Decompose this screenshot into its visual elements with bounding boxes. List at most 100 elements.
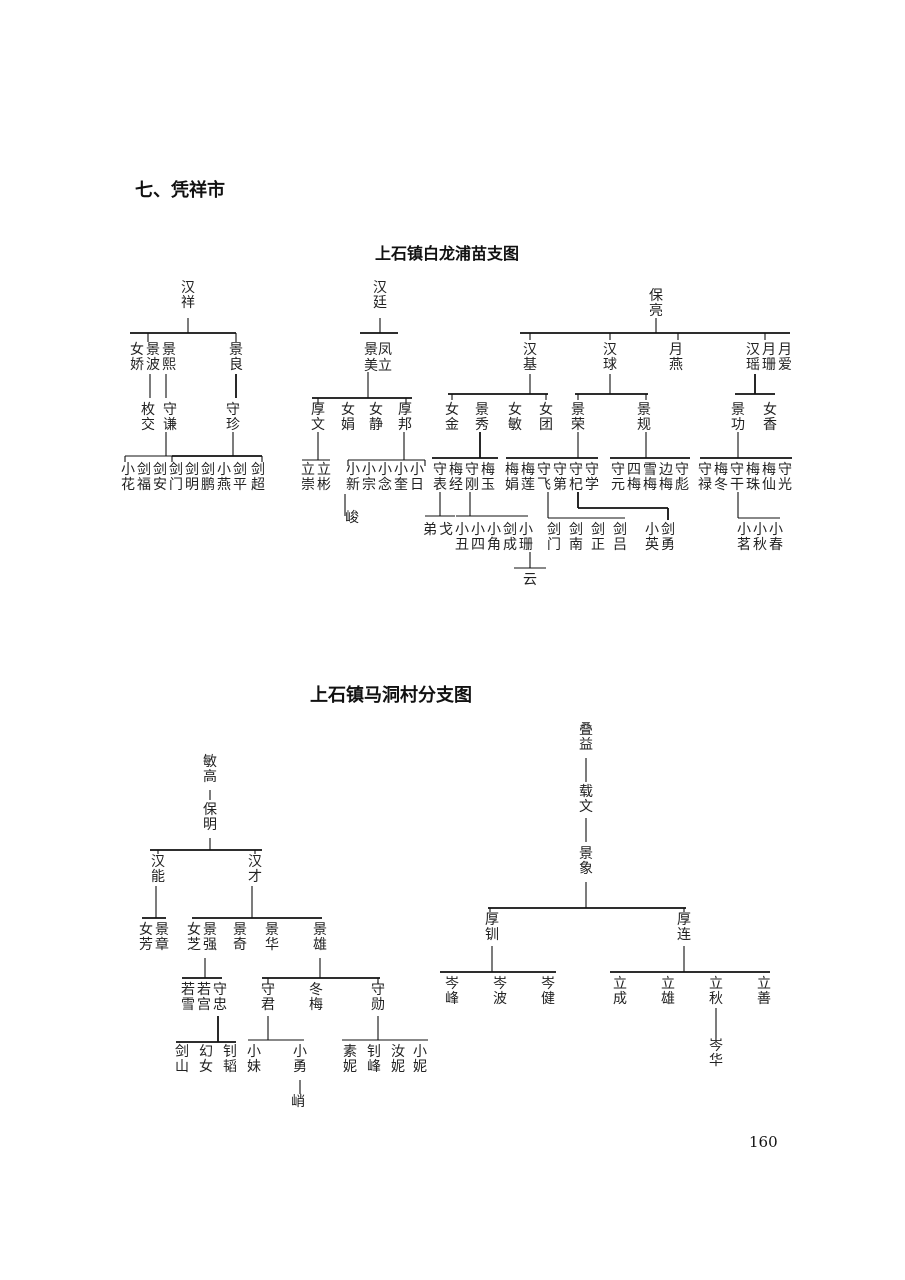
name-hanxiang: 汉祥 (181, 280, 195, 311)
name-zhaotao: 钊韬 (223, 1044, 237, 1075)
tree2-connectors (142, 790, 428, 1094)
name-g3-n: 边梅 (659, 462, 673, 493)
name-dieyi: 叠益 (579, 722, 593, 753)
name-ruogong: 若宫 (197, 982, 211, 1013)
name-jinggui: 景规 (637, 402, 651, 433)
name-hanji: 汉基 (523, 342, 537, 373)
name-cenjian: 岑健 (541, 976, 555, 1007)
name-g1-i: 剑超 (251, 462, 265, 493)
name-g3-h: 守第 (553, 462, 567, 493)
name-g2-e: 小念 (378, 462, 392, 493)
name-g4-c: 小丑 (455, 522, 469, 553)
name-dongmei: 冬梅 (309, 982, 323, 1013)
name-nvtuan: 女团 (539, 401, 553, 433)
name-g4-e: 小角 (487, 522, 501, 553)
name-jingqi: 景奇 (233, 922, 247, 953)
name-nvxiang: 女香 (763, 401, 777, 433)
name-nv-jiao: 女娇 (130, 341, 144, 373)
name-liqiu: 立秋 (709, 976, 723, 1007)
name-g4-a: 弟 (423, 522, 437, 538)
name-g3-c: 守刚 (465, 462, 479, 493)
name-jingxiang: 景象 (579, 846, 593, 877)
name-g3-r: 守干 (730, 462, 744, 493)
name-houbang: 厚邦 (398, 402, 412, 433)
name-g3-o: 守彪 (675, 462, 689, 493)
name-shouxun: 守勋 (371, 982, 385, 1013)
name-nvjin: 女金 (445, 401, 459, 433)
name-hanyao: 汉瑶 (746, 342, 760, 373)
name-g4-i: 剑南 (569, 522, 583, 553)
name-nv-zhi: 女芝 (187, 921, 201, 953)
name-meijiao: 枚交 (141, 402, 155, 433)
name-jingxiu: 景秀 (475, 402, 489, 433)
name-g1-c: 剑安 (153, 462, 167, 493)
name-lishan: 立善 (757, 976, 771, 1007)
name-g4-b: 戈 (439, 522, 453, 538)
name-jinghua: 景华 (265, 922, 279, 953)
name-g3-q: 梅冬 (714, 462, 728, 493)
name-g3-p: 守禄 (698, 462, 712, 493)
name-g4-j: 剑正 (591, 522, 605, 553)
name-g4-k: 剑吕 (613, 522, 627, 553)
name-yueyan: 月燕 (669, 342, 683, 373)
name-houwen: 厚文 (311, 402, 325, 433)
name-nvjuan: 女娟 (341, 401, 355, 433)
name-jingliang: 景良 (229, 342, 243, 373)
name-g3-a: 守表 (433, 462, 447, 493)
name-g4-l: 小英 (645, 522, 659, 553)
name-g3-g: 守飞 (537, 462, 551, 493)
tree3-connectors (440, 758, 770, 1040)
name-shoujun: 守君 (261, 982, 275, 1013)
name-g4-o: 小秋 (753, 522, 767, 553)
name-g3-d: 梅玉 (481, 462, 495, 493)
name-yueai: 月爱 (778, 342, 792, 373)
name-jingfeng: 景凤 (364, 342, 392, 358)
name-hanting: 汉廷 (373, 280, 387, 311)
name-baoliang: 保亮 (649, 288, 663, 319)
name-xiaoni: 小妮 (413, 1044, 427, 1075)
name-xun: 峻 (345, 510, 359, 526)
tree1-labels: 汉祥 汉廷 保亮 女娇 景波 景熙 景良 景凤 美立 汉基 汉球 月燕 汉瑶 月… (121, 280, 792, 588)
tree3-labels: 叠益 载文 景象 厚钏 厚连 岑峰 岑波 岑健 立成 立雄 立秋 立善 岑华 (445, 722, 771, 1069)
name-g3-b: 梅经 (449, 462, 463, 493)
name-g3-i: 守杞 (569, 462, 583, 493)
name-suni: 素妮 (343, 1044, 357, 1075)
name-g4-m: 剑勇 (661, 522, 675, 553)
name-g1-d: 剑门 (169, 462, 183, 493)
name-lixiong: 立雄 (661, 976, 675, 1007)
name-cenbo: 岑波 (493, 976, 507, 1007)
name-g3-e: 梅娟 (505, 462, 519, 493)
name-g1-a: 小花 (121, 462, 135, 493)
name-houlian: 厚连 (677, 912, 691, 943)
name-ruoxue: 若雪 (181, 982, 195, 1013)
name-zaiwen: 载文 (579, 784, 593, 815)
name-g3-m: 雪梅 (643, 462, 657, 493)
tree2-labels: 敏高 保明 汉能 汉才 女芳 景章 女芝 景强 景奇 景华 景雄 若雪 若宫 守… (139, 754, 427, 1110)
name-jingzhuang: 景雄 (313, 922, 327, 953)
name-jingxi: 景熙 (162, 342, 176, 373)
name-jingqiang: 景强 (203, 922, 217, 953)
name-g4-f: 剑成 (503, 522, 517, 553)
chart-title-bailongpu: 上石镇白龙浦苗支图 (375, 244, 520, 263)
name-g3-t: 梅仙 (762, 462, 776, 493)
name-nvmin: 女敏 (508, 401, 522, 433)
tree1-connectors (124, 318, 792, 569)
name-meili: 美立 (364, 358, 392, 374)
name-g3-l: 四梅 (627, 462, 641, 493)
name-g4-p: 小春 (769, 522, 783, 553)
name-huannv: 幻女 (199, 1044, 213, 1075)
name-g1-e: 剑明 (185, 462, 199, 493)
name-g2-b: 立彬 (317, 462, 331, 493)
page-number: 160 (749, 1133, 778, 1151)
name-jingrong: 景荣 (571, 402, 585, 433)
name-hanqiu: 汉球 (603, 342, 617, 373)
name-mingao: 敏高 (203, 754, 217, 785)
name-g3-u: 守光 (778, 462, 792, 493)
name-nvjing: 女静 (369, 401, 383, 433)
name-g2-g: 小日 (410, 462, 424, 493)
name-yun: 云 (523, 572, 537, 588)
name-jianshan: 剑山 (175, 1044, 189, 1075)
name-nv-fang: 女芳 (139, 921, 153, 953)
name-g2-c: 小新 (346, 462, 360, 493)
